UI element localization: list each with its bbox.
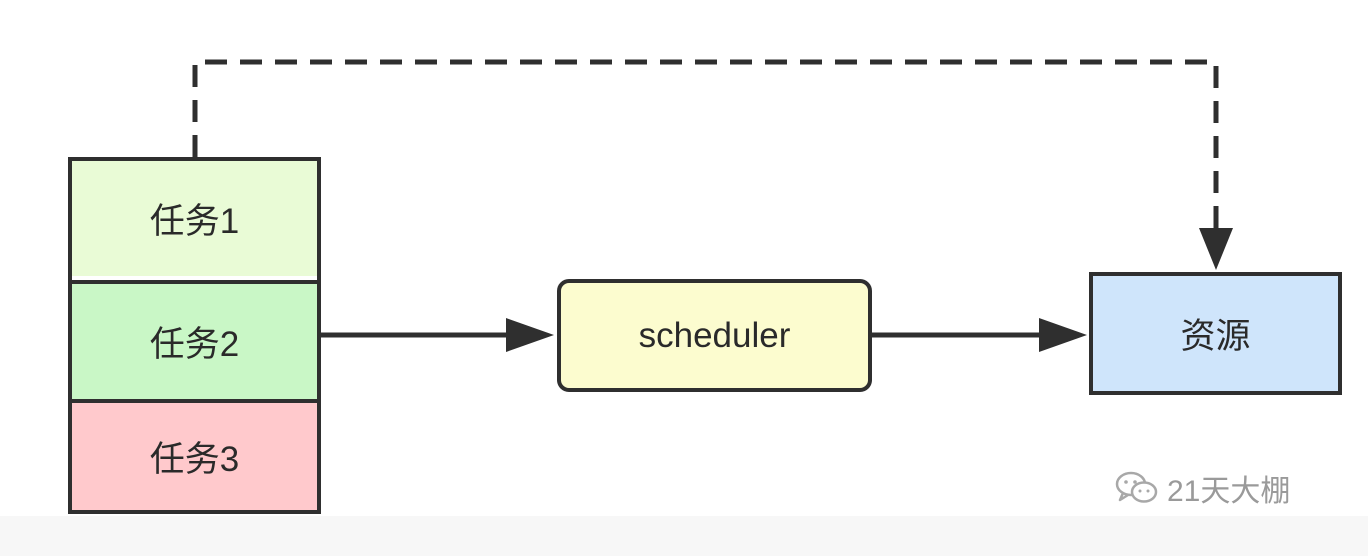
task-node-1: 任务1 xyxy=(72,161,317,276)
task-node-3: 任务3 xyxy=(72,399,317,510)
resource-node: 资源 xyxy=(1089,272,1342,395)
watermark: 21天大棚 xyxy=(1115,466,1290,510)
dashed-edge-task1-to-resource xyxy=(192,59,1219,232)
edge-scheduler-arrowhead xyxy=(1039,318,1087,352)
scheduler-label: scheduler xyxy=(638,315,791,355)
task-label-3: 任务3 xyxy=(149,440,240,479)
task-label-1: 任务1 xyxy=(149,202,240,241)
watermark-text: 21天大棚 xyxy=(1167,475,1291,508)
task-label-2: 任务2 xyxy=(149,325,240,364)
task-stack: 任务1 任务2 任务3 xyxy=(68,157,321,514)
edge-task2-arrowhead xyxy=(506,318,554,352)
footer-band xyxy=(0,516,1368,556)
scheduler-node: scheduler xyxy=(557,279,872,392)
dashed-edge-arrowhead xyxy=(1199,228,1233,270)
resource-label: 资源 xyxy=(1180,317,1251,356)
task-node-2: 任务2 xyxy=(72,280,317,399)
wechat-icon xyxy=(1115,471,1158,503)
